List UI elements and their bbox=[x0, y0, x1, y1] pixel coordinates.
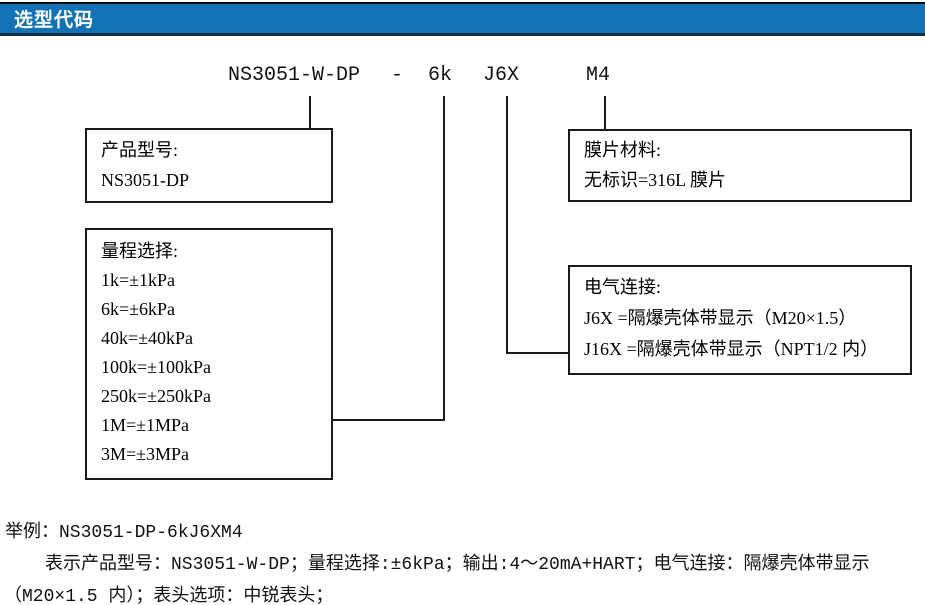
electrical-connection-box: 电气连接: J6X =隔爆壳体带显示（M20×1.5） J16X =隔爆壳体带显… bbox=[568, 265, 912, 375]
diaphragm-material-value: 无标识=316L 膜片 bbox=[584, 170, 726, 190]
example-line-1: 举例：NS3051-DP-6kJ6XM4 bbox=[5, 523, 243, 543]
example-line-2: 表示产品型号：NS3051-W-DP；量程选择:±6kPa；输出:4～20mA+… bbox=[45, 555, 870, 575]
product-model-title: 产品型号: bbox=[101, 140, 179, 160]
diaphragm-material-title: 膜片材料: bbox=[584, 140, 662, 160]
range-option: 1M=±1MPa bbox=[101, 415, 190, 435]
diaphragm-material-box: 膜片材料: 无标识=316L 膜片 bbox=[568, 129, 912, 202]
range-selection-box: 量程选择: 1k=±1kPa 6k=±6kPa 40k=±40kPa 100k=… bbox=[85, 228, 333, 480]
code-segment-electrical: J6X bbox=[483, 64, 520, 87]
example-line-3: （M20×1.5 内）；表头选项：中锐表头； bbox=[4, 587, 334, 605]
range-selection-title: 量程选择: bbox=[101, 241, 179, 261]
connector-model-vertical bbox=[309, 96, 311, 128]
range-option: 6k=±6kPa bbox=[101, 299, 176, 319]
connector-electrical-horizontal bbox=[506, 352, 568, 354]
code-segment-dash: - bbox=[391, 64, 404, 87]
section-header-banner: 选型代码 bbox=[0, 2, 925, 36]
electrical-connection-title: 电气连接: bbox=[584, 277, 662, 297]
page-title: 选型代码 bbox=[14, 10, 95, 31]
range-option: 250k=±250kPa bbox=[101, 386, 212, 406]
connector-range-horizontal bbox=[332, 419, 445, 421]
electrical-option: J16X =隔爆壳体带显示（NPT1/2 内） bbox=[584, 339, 879, 359]
connector-range-vertical bbox=[443, 96, 445, 421]
product-model-value: NS3051-DP bbox=[101, 170, 190, 190]
range-option: 40k=±40kPa bbox=[101, 328, 194, 348]
code-segment-range: 6k bbox=[428, 64, 453, 87]
range-option: 1k=±1kPa bbox=[101, 270, 176, 290]
electrical-option: J6X =隔爆壳体带显示（M20×1.5） bbox=[584, 308, 857, 328]
range-option: 3M=±3MPa bbox=[101, 444, 190, 464]
connector-electrical-vertical bbox=[506, 96, 508, 354]
product-model-box: 产品型号: NS3051-DP bbox=[85, 128, 333, 203]
code-segment-model: NS3051-W-DP bbox=[228, 64, 361, 87]
connector-display-vertical bbox=[604, 96, 606, 129]
range-option: 100k=±100kPa bbox=[101, 357, 212, 377]
code-segment-display: M4 bbox=[586, 64, 611, 87]
